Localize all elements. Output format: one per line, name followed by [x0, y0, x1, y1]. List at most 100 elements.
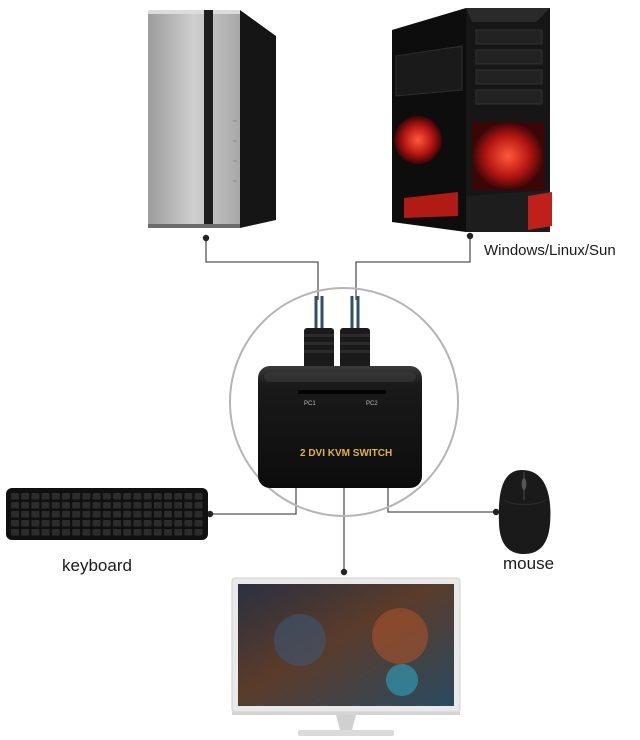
- mouse: [498, 470, 551, 554]
- keyboard-key: [72, 511, 81, 518]
- keyboard-key: [62, 520, 70, 527]
- keyboard-key: [62, 502, 70, 509]
- keyboard-key: [164, 520, 172, 527]
- keyboard-key: [11, 493, 19, 500]
- switch-brand-text: 2 DVI KVM SWITCH: [300, 448, 392, 459]
- keyboard-key: [133, 493, 142, 500]
- keyboard-key: [102, 529, 111, 536]
- keyboard-key: [164, 529, 172, 536]
- keyboard-key: [174, 520, 183, 527]
- switch-port2-label: PC2: [366, 401, 378, 407]
- keyboard-key: [153, 511, 162, 518]
- keyboard-key: [123, 502, 132, 509]
- keyboard-key: [174, 529, 183, 536]
- keyboard-key: [184, 493, 193, 500]
- keyboard-key: [113, 511, 121, 518]
- keyboard-key: [153, 529, 162, 536]
- keyboard-key: [184, 511, 193, 518]
- keyboard-key: [82, 529, 91, 536]
- mouse-label: mouse: [503, 554, 555, 573]
- keyboard-key: [102, 520, 111, 527]
- connection-lines: [205, 236, 496, 572]
- keyboard-key: [194, 511, 203, 518]
- keyboard-key: [113, 529, 121, 536]
- keyboard-key: [102, 502, 111, 509]
- keyboard-key: [174, 502, 183, 509]
- keyboard-key: [41, 529, 50, 536]
- keyboard-key: [174, 511, 183, 518]
- keyboard-key: [92, 493, 101, 500]
- keyboard-key: [31, 493, 40, 500]
- keyboard-key: [133, 511, 142, 518]
- keyboard-key: [11, 511, 19, 518]
- keyboard-key: [123, 511, 132, 518]
- keyboard-key: [11, 529, 19, 536]
- keyboard-key: [62, 529, 70, 536]
- keyboard-key: [82, 511, 91, 518]
- keyboard-key: [164, 493, 172, 500]
- keyboard-key: [153, 493, 162, 500]
- keyboard-key: [133, 529, 142, 536]
- keyboard-key: [102, 511, 111, 518]
- keyboard-key: [102, 493, 111, 500]
- keyboard-key: [92, 520, 101, 527]
- connection-dots: [202, 232, 500, 576]
- keyboard-key: [143, 529, 152, 536]
- keyboard-key: [51, 520, 60, 527]
- keyboard-key: [21, 511, 30, 518]
- os-label: Windows/Linux/Sun: [484, 242, 616, 259]
- keyboard-key: [133, 520, 142, 527]
- keyboard-key: [21, 502, 30, 509]
- switch-port1-label: PC1: [304, 401, 316, 407]
- keyboard-key: [41, 511, 50, 518]
- keyboard-key: [82, 502, 91, 509]
- keyboard-key: [164, 511, 172, 518]
- keyboard-key: [72, 502, 81, 509]
- magnifier-circle: [229, 287, 459, 517]
- keyboard-key: [194, 529, 203, 536]
- pc-tower-gaming: [392, 8, 552, 232]
- keyboard-key: [21, 520, 30, 527]
- keyboard-key: [143, 493, 152, 500]
- keyboard-key: [72, 493, 81, 500]
- keyboard-key: [51, 529, 60, 536]
- keyboard-key: [72, 529, 81, 536]
- keyboard-key: [92, 511, 101, 518]
- line-pc1-switch: [205, 238, 319, 300]
- keyboard-key: [113, 502, 121, 509]
- keyboard-key: [184, 529, 193, 536]
- keyboard-label: keyboard: [62, 556, 132, 575]
- switch-cables: [314, 296, 360, 330]
- line-mouse-switch: [387, 488, 496, 513]
- keyboard-key: [82, 493, 91, 500]
- keyboard: [6, 488, 208, 540]
- keyboard-key: [194, 493, 203, 500]
- keyboard-key: [123, 520, 132, 527]
- keyboard-key: [92, 529, 101, 536]
- keyboard-key: [31, 511, 40, 518]
- keyboard-key: [194, 520, 203, 527]
- keyboard-key: [113, 493, 121, 500]
- monitor: [231, 577, 461, 736]
- keyboard-key: [143, 502, 152, 509]
- keyboard-key: [72, 520, 81, 527]
- pc-tower-silver: [148, 10, 276, 228]
- keyboard-key: [113, 520, 121, 527]
- keyboard-key: [11, 520, 19, 527]
- line-keyboard-switch: [210, 488, 297, 515]
- keyboard-key: [62, 493, 70, 500]
- keyboard-key: [92, 502, 101, 509]
- keyboard-key: [153, 502, 162, 509]
- switch-connectors: [304, 328, 370, 374]
- keyboard-key: [143, 511, 152, 518]
- keyboard-key: [143, 520, 152, 527]
- keyboard-key: [164, 502, 172, 509]
- keyboard-key: [174, 493, 183, 500]
- keyboard-key: [153, 520, 162, 527]
- keyboard-key: [41, 493, 50, 500]
- keyboard-key: [21, 493, 30, 500]
- keyboard-key: [11, 502, 19, 509]
- kvm-switch: PC1 PC2 2 DVI KVM SWITCH: [258, 366, 422, 488]
- keyboard-key: [62, 511, 70, 518]
